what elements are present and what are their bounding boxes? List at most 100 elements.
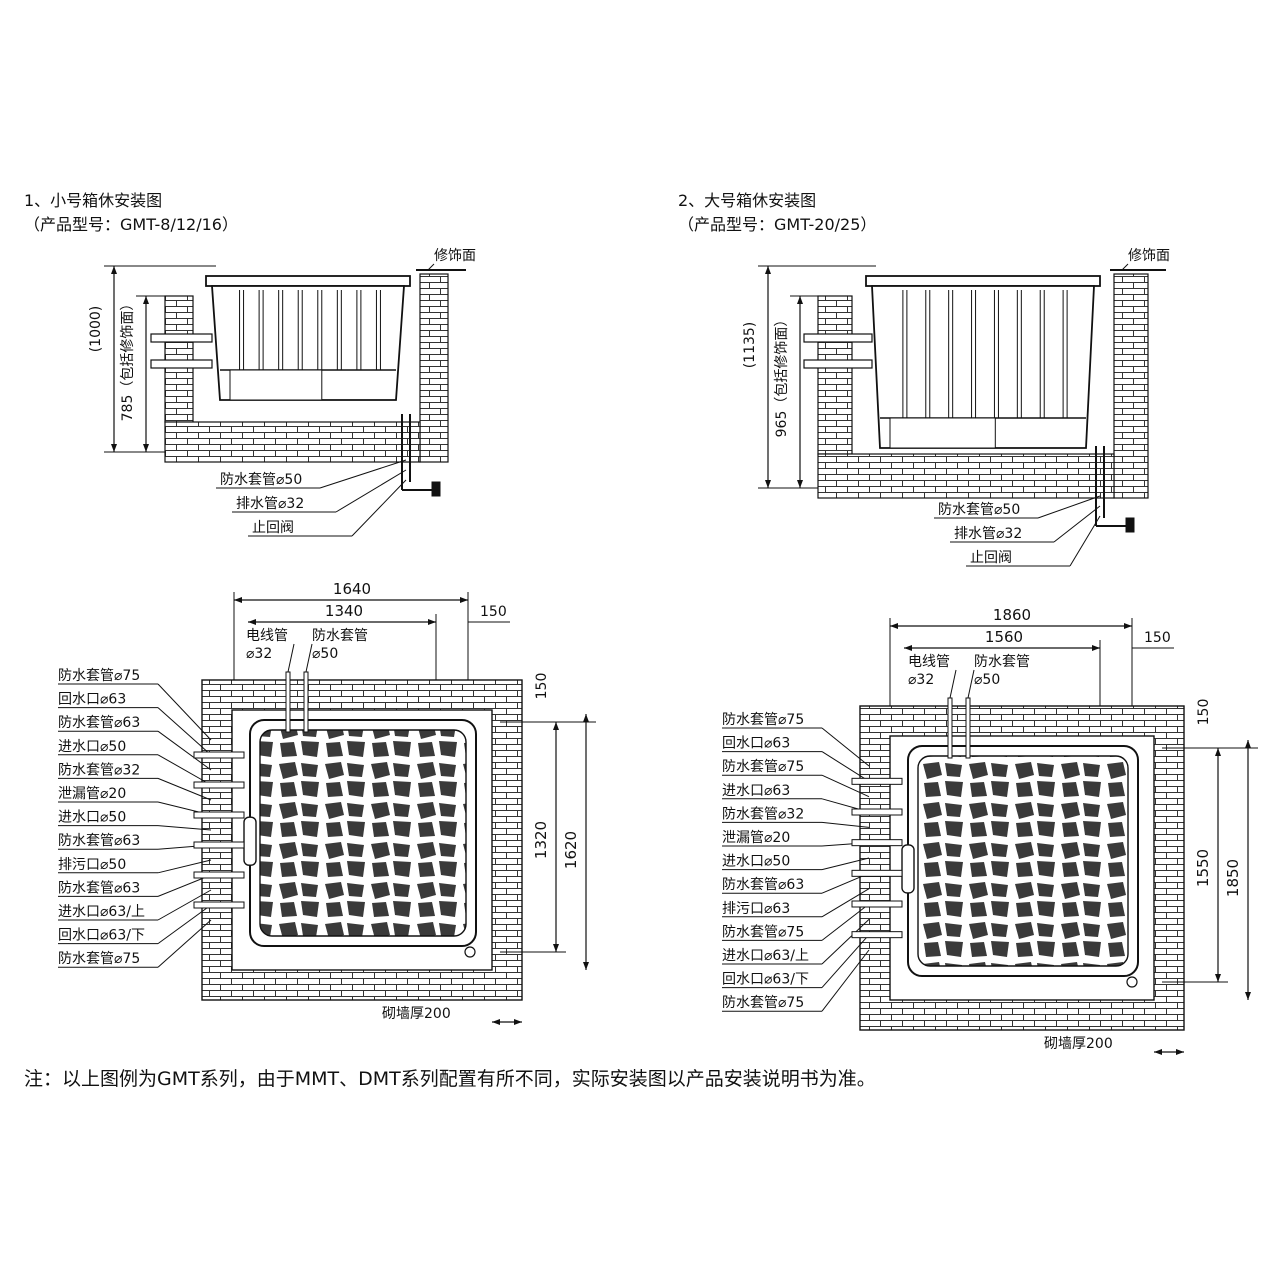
small-plan-view: 电线管⌀32防水套管⌀50防水套管⌀75回水口⌀63防水套管⌀63进水口⌀50防… [58, 580, 596, 1025]
large-model: （产品型号：GMT-20/25） [678, 215, 877, 234]
leader-line [287, 643, 295, 673]
callout-label: 止回阀 [970, 550, 1012, 566]
leader-line [157, 874, 212, 897]
leader-line [821, 774, 870, 798]
leader-line [351, 479, 407, 537]
leader-line [157, 707, 212, 756]
dim-side: 150 [480, 604, 507, 620]
pipe-label: 防水套管⌀32 [722, 806, 804, 822]
leader-line [157, 889, 212, 921]
dim-outer: 1640 [333, 580, 371, 598]
top-pipe-2-label: 防水套管 [312, 628, 368, 644]
side-pipe [851, 808, 903, 816]
brick-floor [817, 453, 1115, 499]
side-pipe [851, 839, 903, 847]
tub-lid [865, 275, 1101, 287]
leader-line [319, 459, 407, 489]
leader-line [1037, 495, 1101, 519]
dim-inner: 1560 [985, 628, 1023, 646]
top-pipe-1-label: 电线管 [246, 628, 288, 644]
leader-line [157, 919, 212, 968]
pipe-label: 防水套管⌀75 [58, 951, 140, 967]
leader-line [157, 730, 212, 771]
callout-label: 止回阀 [252, 520, 294, 536]
dim-inner: 785（包括修饰面） [120, 297, 136, 422]
dim-inner: 965（包括修饰面） [774, 313, 790, 438]
pipe-label: 防水套管⌀75 [722, 712, 804, 728]
trim-label: 修饰面 [434, 248, 476, 264]
pipe-label: 防水套管⌀63 [722, 877, 804, 893]
top-pipe-1-size: ⌀32 [908, 672, 934, 688]
leader-line [821, 727, 870, 767]
top-pipe-1-label: 电线管 [908, 654, 950, 670]
side-pipe [851, 900, 903, 908]
brick-wall-right [1113, 273, 1149, 499]
callout-label: 防水套管⌀50 [220, 472, 302, 488]
pipe-label: 回水口⌀63 [722, 736, 790, 752]
leader-line [157, 777, 212, 801]
pipe-label: 防水套管⌀63 [58, 833, 140, 849]
pipe-label: 防水套管⌀75 [722, 995, 804, 1011]
spa-stone-top [917, 755, 1129, 967]
tub-step [889, 417, 996, 449]
top-pipe-2-size: ⌀50 [312, 646, 338, 662]
top-pipe-2-label: 防水套管 [974, 654, 1030, 670]
large-plan-view: 电线管⌀32防水套管⌀50防水套管⌀75回水口⌀63防水套管⌀75进水口⌀63防… [722, 606, 1258, 1055]
pipe-label: 泄漏管⌀20 [58, 786, 126, 802]
leader-line [1121, 263, 1129, 271]
pipe-label: 排污口⌀63 [722, 901, 790, 917]
side-pipe [851, 777, 903, 785]
brick-floor [164, 421, 421, 463]
dim-right-outer: 1620 [562, 831, 580, 869]
dim-arrow [492, 1019, 522, 1025]
tub-lid [205, 275, 411, 287]
pipe-label: 泄漏管⌀20 [722, 830, 790, 846]
callout-label: 防水套管⌀50 [938, 502, 1020, 518]
brick-wall-right [419, 273, 449, 463]
top-pipe [303, 671, 309, 733]
top-pipe [947, 697, 953, 759]
leader-line [157, 859, 212, 874]
leader-line [305, 643, 313, 673]
leader-line [967, 669, 975, 699]
leader-line [157, 825, 212, 831]
leader-line [1053, 505, 1101, 543]
check-valve [431, 481, 441, 497]
leader-line [821, 918, 870, 965]
leader-line [157, 754, 212, 786]
control-panel-icon [901, 844, 915, 894]
pipe-label: 回水口⌀63/下 [58, 928, 145, 944]
pipe-label: 防水套管⌀63 [58, 715, 140, 731]
drain-port-icon [1126, 976, 1138, 988]
top-pipe [285, 671, 291, 733]
side-pipe [150, 333, 213, 343]
dim-total: (1000) [88, 306, 104, 353]
leader-line [821, 934, 870, 988]
pipe-label: 进水口⌀63/上 [58, 904, 145, 920]
leader-line [335, 469, 407, 513]
dim-outer: 1860 [993, 606, 1031, 624]
leader-line [821, 903, 870, 941]
side-pipe [851, 931, 903, 939]
dim-inner: 1340 [325, 602, 363, 620]
side-pipe [803, 359, 873, 369]
trim-label: 修饰面 [1128, 248, 1170, 264]
side-pipe [193, 811, 245, 819]
pipe-label: 回水口⌀63/下 [722, 972, 809, 988]
pipe-label: 回水口⌀63 [58, 692, 126, 708]
tub-body [871, 285, 1095, 449]
side-pipe [193, 751, 245, 759]
dim-right-top: 150 [534, 673, 550, 700]
spa-stone-top [259, 729, 467, 937]
leader-line [427, 263, 435, 271]
wall-label: 砌墙厚200 [1044, 1036, 1113, 1052]
leader-line [1069, 515, 1101, 567]
callout-label: 排水管⌀32 [954, 526, 1022, 542]
pipe-label: 防水套管⌀75 [58, 668, 140, 684]
pipe-label: 防水套管⌀75 [722, 759, 804, 775]
control-panel-icon [243, 816, 257, 866]
pipe-label: 进水口⌀63 [722, 783, 790, 799]
small-title: 1、小号箱休安装图 [24, 191, 163, 210]
leader-line [821, 821, 870, 828]
